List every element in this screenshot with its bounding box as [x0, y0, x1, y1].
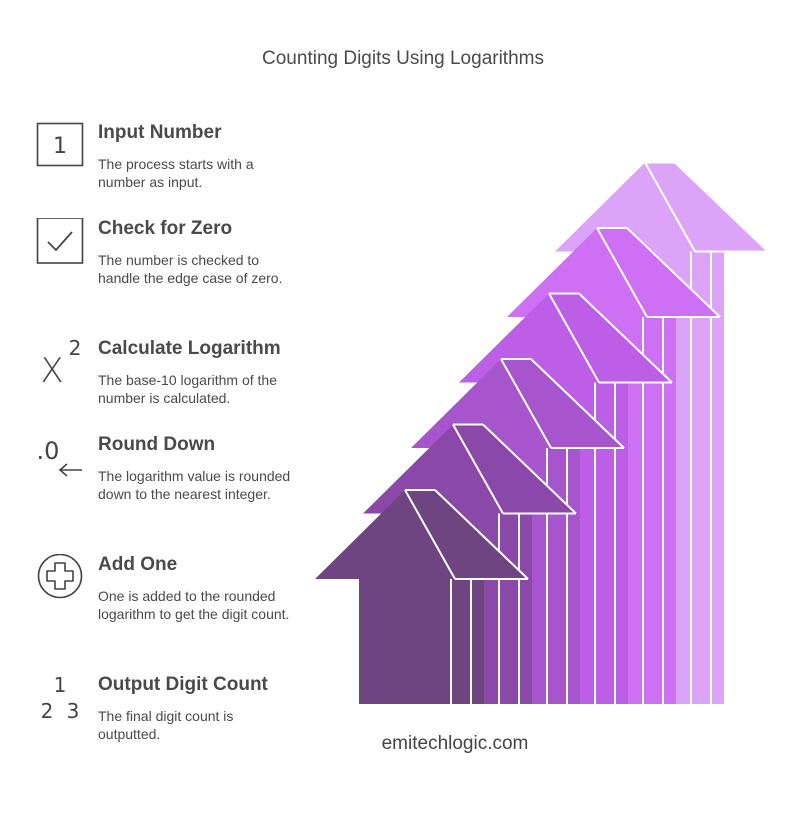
- step-heading: Output Digit Count: [98, 674, 268, 695]
- arrow-edge-line: [452, 424, 504, 514]
- step-description: One is added to the rounded logarithm to…: [98, 588, 290, 622]
- arrow-edge-line: [548, 293, 600, 383]
- step-heading: Round Down: [98, 434, 216, 455]
- arrow-edge-line: [434, 489, 529, 580]
- arrow-edge-line: [644, 162, 696, 252]
- step-description: The logarithm value is rounded down to t…: [98, 468, 291, 502]
- svg-text:X: X: [40, 351, 63, 386]
- number-one-box-icon: 1: [36, 122, 84, 167]
- step-input-number: 1 Input Number The process starts with a…: [36, 122, 296, 232]
- step-heading: Add One: [98, 554, 178, 575]
- step-description: The number is checked to handle the edge…: [98, 252, 283, 286]
- x-squared-icon: X 2: [40, 338, 82, 386]
- step-add-one: Add One One is added to the rounded loga…: [36, 554, 296, 664]
- svg-text:3: 3: [67, 699, 80, 722]
- svg-text:2: 2: [69, 338, 82, 360]
- arrow-edge-line: [530, 358, 625, 449]
- staircase-arrows: [315, 161, 769, 704]
- step-calculate-logarithm: X 2 Calculate Logarithm The base-10 loga…: [36, 338, 296, 448]
- digits-123-icon: 1 2 3: [41, 674, 80, 722]
- arrow-edge-line: [482, 423, 577, 515]
- checkmark-box-icon: [36, 218, 84, 264]
- arrow-step-1: [315, 490, 528, 704]
- svg-text:2: 2: [41, 699, 54, 722]
- step-heading: Calculate Logarithm: [98, 338, 281, 359]
- step-output-digit-count: 1 2 3 Output Digit Count The final digit…: [36, 674, 296, 784]
- arrow-edge-line: [674, 161, 769, 253]
- arrow-edge-line: [500, 358, 552, 449]
- step-check-for-zero: Check for Zero The number is checked to …: [36, 218, 296, 328]
- step-heading: Input Number: [98, 122, 222, 143]
- step-description: The final digit count is outputted.: [98, 708, 234, 742]
- svg-text:1: 1: [54, 674, 67, 697]
- footer-website: emitechlogic.com: [381, 733, 529, 754]
- diagram-title: Counting Digits Using Logarithms: [262, 48, 544, 69]
- arrow-edge-line: [578, 292, 673, 384]
- decimal-arrow-left-icon: .0: [37, 437, 82, 477]
- plus-circle-icon: [37, 554, 83, 599]
- svg-text:.0: .0: [37, 437, 60, 465]
- step-description: The process starts with a number as inpu…: [98, 156, 254, 190]
- svg-text:1: 1: [53, 134, 67, 159]
- arrow-edge-line: [626, 227, 721, 318]
- step-heading: Check for Zero: [98, 218, 233, 239]
- step-description: The base-10 logarithm of the number is c…: [98, 372, 277, 406]
- arrow-edge-line: [404, 489, 456, 580]
- step-round-down: .0 Round Down The logarithm value is rou…: [36, 434, 296, 544]
- arrow-edge-line: [596, 227, 648, 318]
